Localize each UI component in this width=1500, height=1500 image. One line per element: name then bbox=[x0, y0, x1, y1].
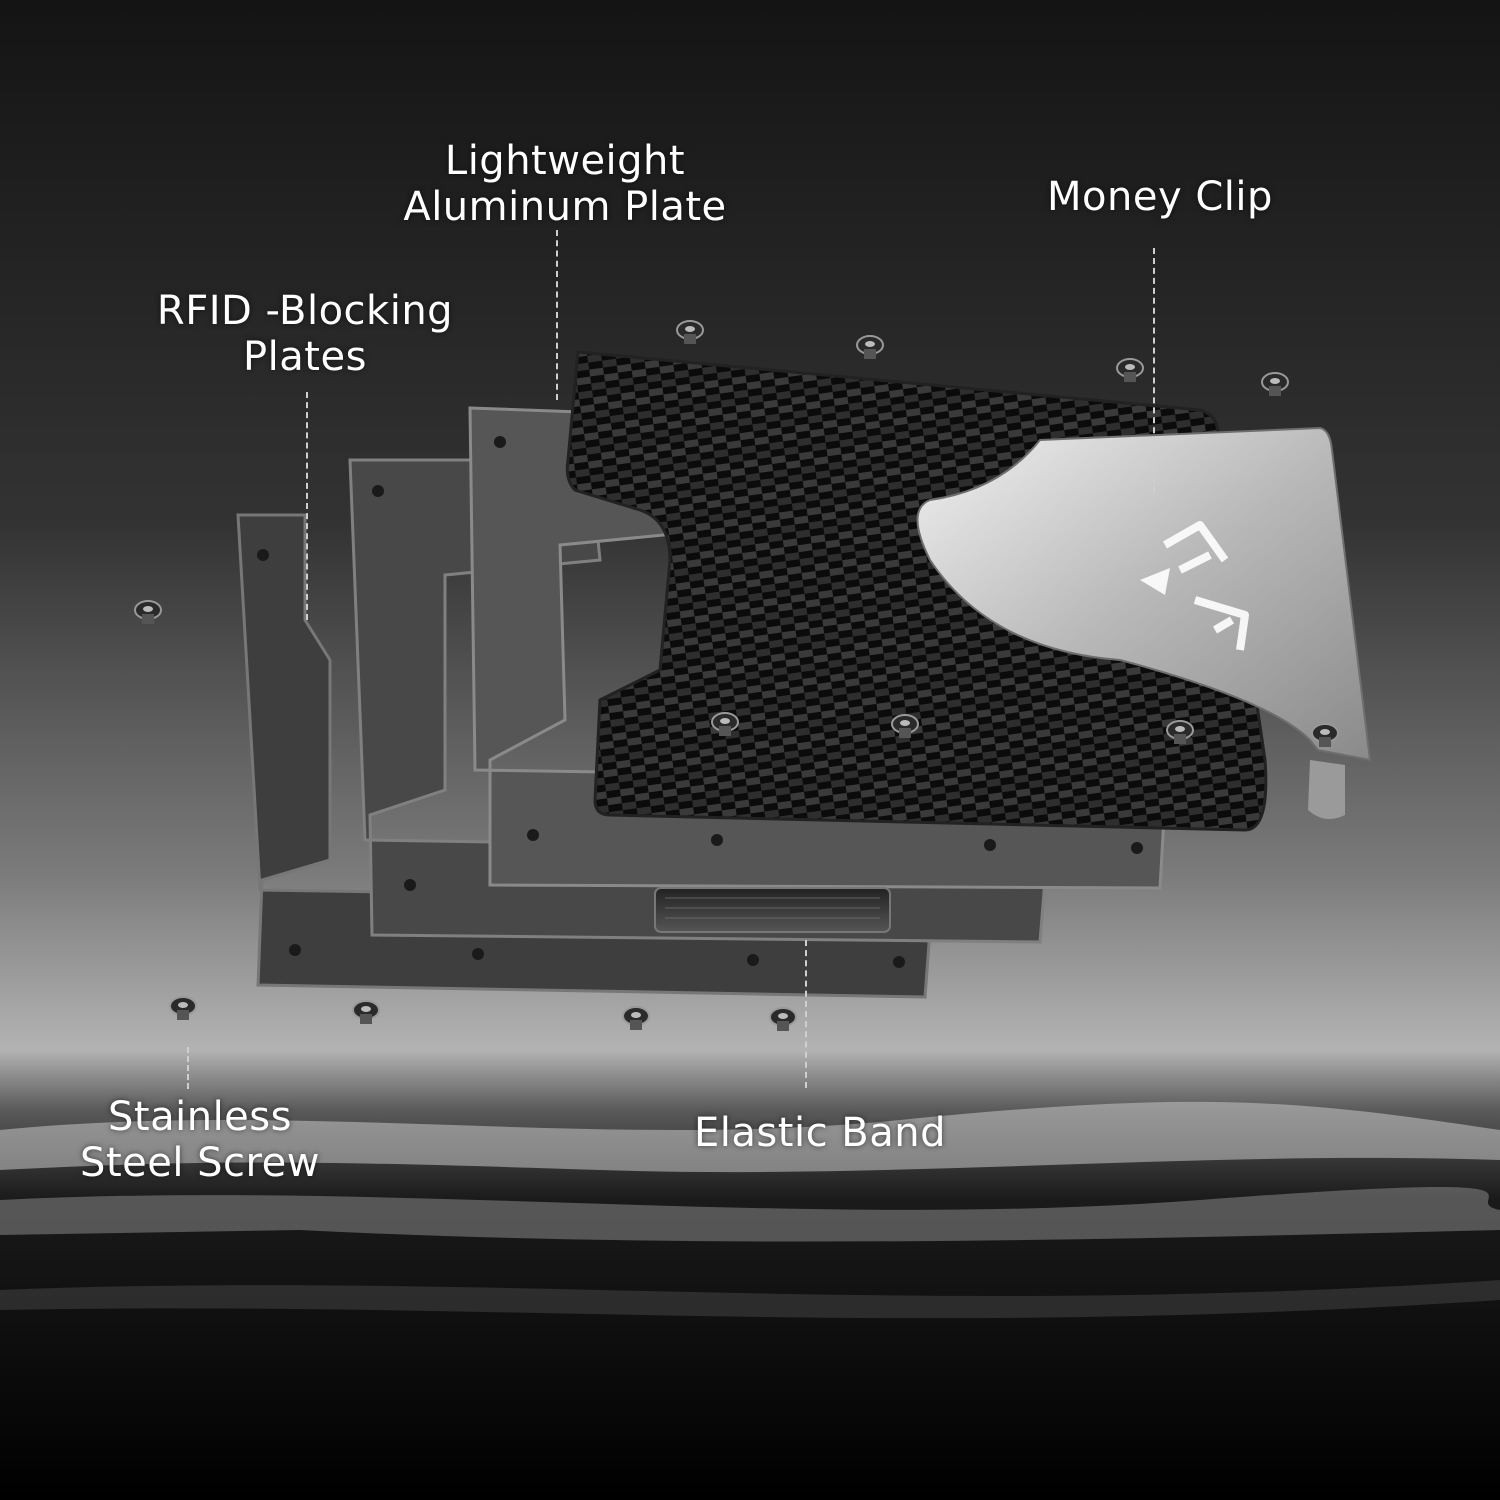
label-screw-line2: Steel Screw bbox=[80, 1140, 320, 1186]
label-rfid-plates: RFID -Blocking Plates bbox=[155, 288, 455, 380]
elastic-band bbox=[654, 887, 891, 933]
money-clip bbox=[916, 426, 1372, 762]
label-aluminum-plate-line1: Lightweight bbox=[444, 138, 686, 184]
leader-aluminum-plate bbox=[556, 230, 558, 400]
money-clip-tab bbox=[1308, 760, 1345, 819]
label-screw: Stainless Steel Screw bbox=[70, 1094, 330, 1186]
label-elastic-band-line1: Elastic Band bbox=[694, 1110, 946, 1156]
label-money-clip: Money Clip bbox=[1030, 174, 1290, 220]
water-reflection bbox=[0, 1101, 1500, 1319]
leader-rfid-plates bbox=[306, 392, 308, 620]
label-rfid-plates-line2: Plates bbox=[243, 334, 367, 380]
leader-screw bbox=[187, 1047, 189, 1089]
label-screw-line1: Stainless bbox=[108, 1094, 292, 1140]
label-aluminum-plate: Lightweight Aluminum Plate bbox=[400, 138, 730, 230]
plate-holes bbox=[257, 436, 1143, 968]
leader-elastic-band bbox=[805, 940, 807, 1088]
leader-money-clip bbox=[1153, 248, 1155, 493]
label-elastic-band: Elastic Band bbox=[690, 1110, 950, 1156]
label-money-clip-line1: Money Clip bbox=[1047, 174, 1273, 220]
fr-monogram-logo bbox=[1140, 521, 1249, 651]
label-rfid-plates-line1: RFID -Blocking bbox=[156, 288, 454, 334]
label-aluminum-plate-line2: Aluminum Plate bbox=[403, 184, 727, 230]
